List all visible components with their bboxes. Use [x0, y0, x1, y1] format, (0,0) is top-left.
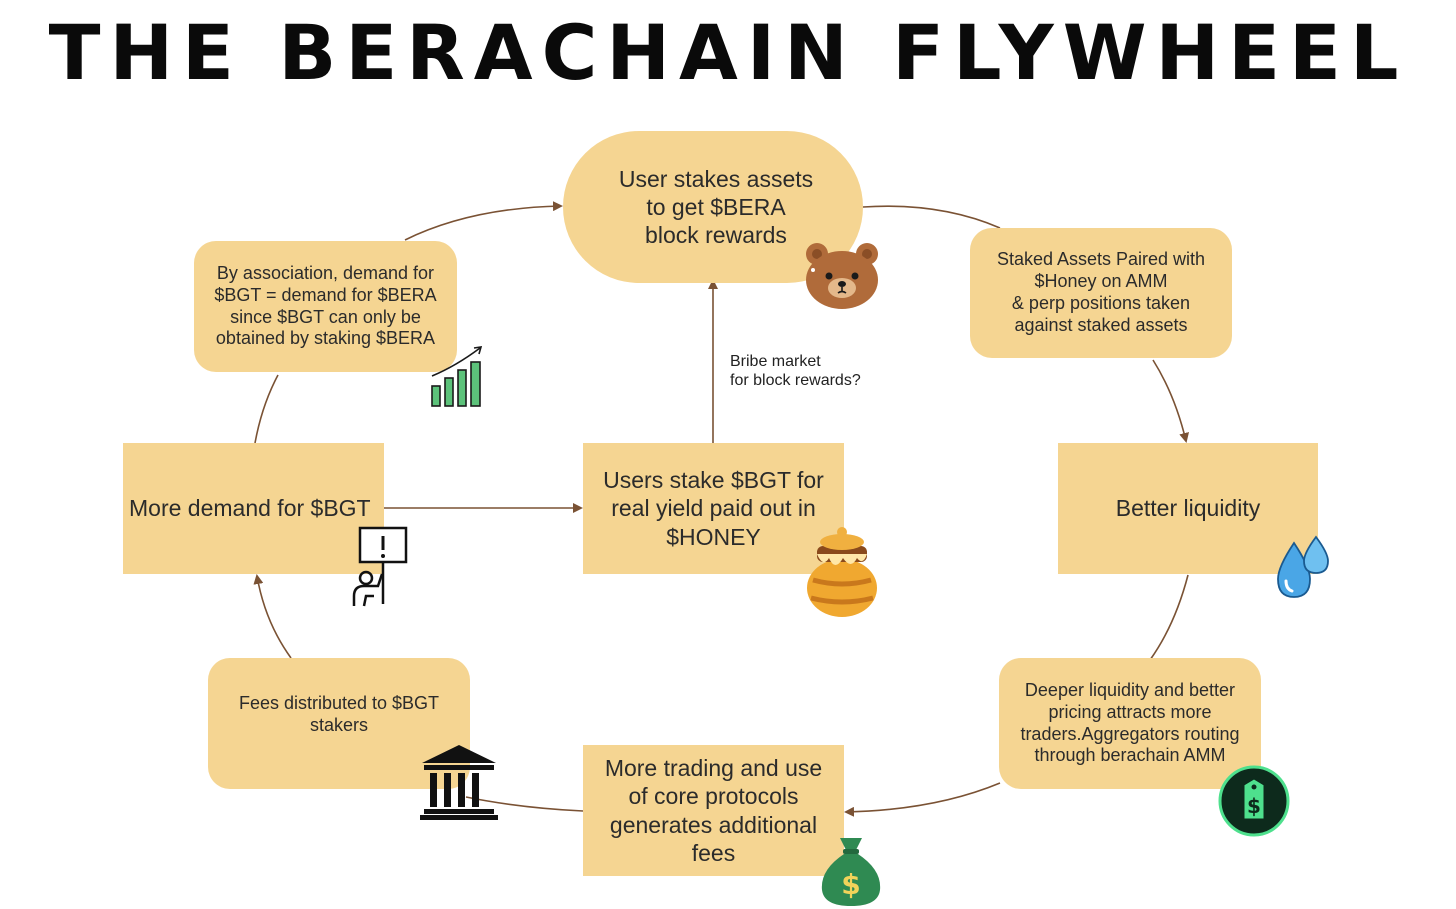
- page-title: THE BERACHAIN FLYWHEEL: [48, 8, 1408, 97]
- arrow-liquidity-to-deeper: [1149, 574, 1189, 661]
- bar-chart-growth-icon: [431, 346, 483, 407]
- arrow-stake-to-paired: [862, 205, 1001, 229]
- node-deeper-liquidity: Deeper liquidity and better pricing attr…: [999, 658, 1261, 789]
- node-fees-distributed: Fees distributed to $BGT stakers: [208, 658, 470, 789]
- node-user-stakes-assets: User stakes assets to get $BERA block re…: [563, 131, 863, 283]
- node-more-trading: More trading and use of core protocols g…: [583, 745, 844, 876]
- protest-sign-icon: [352, 526, 408, 607]
- honey-pot-icon: [807, 527, 877, 617]
- note-bribe-market: Bribe market for block rewards?: [730, 353, 861, 390]
- arrow-fees-to-demand: [253, 574, 292, 659]
- svg-text:$: $: [841, 868, 860, 901]
- node-users-stake-bgt: Users stake $BGT for real yield paid out…: [583, 443, 844, 574]
- arrow-demand-to-association: [254, 374, 279, 444]
- node-by-association: By association, demand for $BGT = demand…: [194, 241, 457, 372]
- arrow-deeper-to-trading: [844, 782, 1001, 817]
- money-bag-icon: $: [821, 838, 881, 906]
- dollar-tag-icon: $: [1218, 765, 1290, 837]
- arrow-paired-to-liquidity: [1152, 359, 1190, 443]
- node-better-liquidity: Better liquidity: [1058, 443, 1318, 574]
- arrow-association-to-stake: [404, 201, 563, 241]
- node-staked-assets-paired: Staked Assets Paired with $Honey on AMM …: [970, 228, 1232, 358]
- water-drops-icon: [1277, 535, 1329, 598]
- bank-building-icon: [420, 745, 498, 820]
- node-more-demand: More demand for $BGT: [123, 443, 384, 574]
- svg-text:$: $: [1247, 794, 1261, 818]
- bear-face-icon: [806, 243, 878, 309]
